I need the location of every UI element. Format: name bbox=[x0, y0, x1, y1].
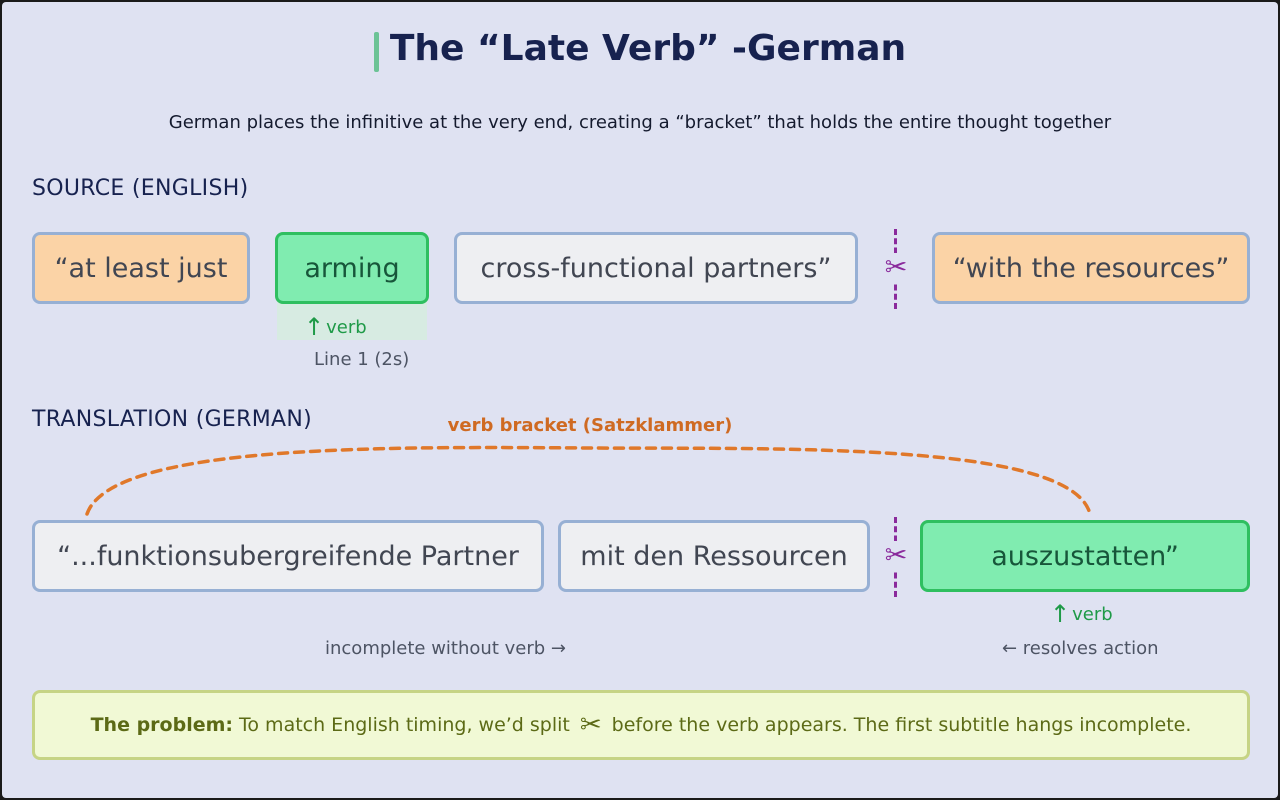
translation-verb-tag-text: verb bbox=[1072, 604, 1113, 625]
subtitle: German places the infinitive at the very… bbox=[168, 112, 1112, 133]
translation-chunk-verb: auszustatten” bbox=[920, 520, 1250, 592]
note-incomplete: incomplete without verb → bbox=[325, 638, 566, 659]
source-verb-tag-text: verb bbox=[326, 317, 367, 338]
arrow-up-icon: ↑ bbox=[1050, 600, 1071, 628]
translation-verb-tag: ↑ verb bbox=[1050, 600, 1113, 628]
translation-label: TRANSLATION (GERMAN) bbox=[32, 407, 312, 432]
problem-label: The problem: bbox=[90, 714, 234, 736]
scissors-icon: ✂ bbox=[579, 710, 602, 740]
problem-callout: The problem: To match English timing, we… bbox=[32, 690, 1250, 760]
problem-text-after: before the verb appears. The first subti… bbox=[611, 714, 1192, 736]
page-title: The “Late Verb” -German bbox=[373, 28, 907, 72]
page-title-text: The “Late Verb” -German bbox=[389, 28, 907, 69]
source-chunk-verb: arming bbox=[275, 232, 429, 304]
verb-highlight-shade bbox=[277, 300, 427, 340]
line-note: Line 1 (2s) bbox=[314, 349, 410, 370]
arrow-up-icon: ↑ bbox=[304, 313, 325, 341]
translation-cut-marker: ✂ bbox=[881, 517, 911, 597]
source-chunk-1: “at least just bbox=[32, 232, 250, 304]
scissors-icon: ✂ bbox=[881, 253, 911, 283]
title-wrap: The “Late Verb” -German bbox=[2, 28, 1278, 72]
note-resolves: ← resolves action bbox=[1002, 638, 1159, 659]
title-accent-bar bbox=[373, 32, 379, 72]
source-verb-tag: ↑ verb bbox=[304, 313, 367, 341]
source-label: SOURCE (ENGLISH) bbox=[32, 176, 249, 201]
bracket-label: verb bracket (Satzklammer) bbox=[447, 415, 733, 436]
source-chunk-4: “with the resources” bbox=[932, 232, 1250, 304]
translation-chunk-2: mit den Ressourcen bbox=[558, 520, 870, 592]
scissors-icon: ✂ bbox=[881, 541, 911, 571]
source-chunk-3: cross-functional partners” bbox=[454, 232, 858, 304]
source-cut-marker: ✂ bbox=[881, 229, 911, 309]
problem-text-before: To match English timing, we’d split bbox=[239, 714, 570, 736]
translation-chunk-1: “...funktionsubergreifende Partner bbox=[32, 520, 544, 592]
